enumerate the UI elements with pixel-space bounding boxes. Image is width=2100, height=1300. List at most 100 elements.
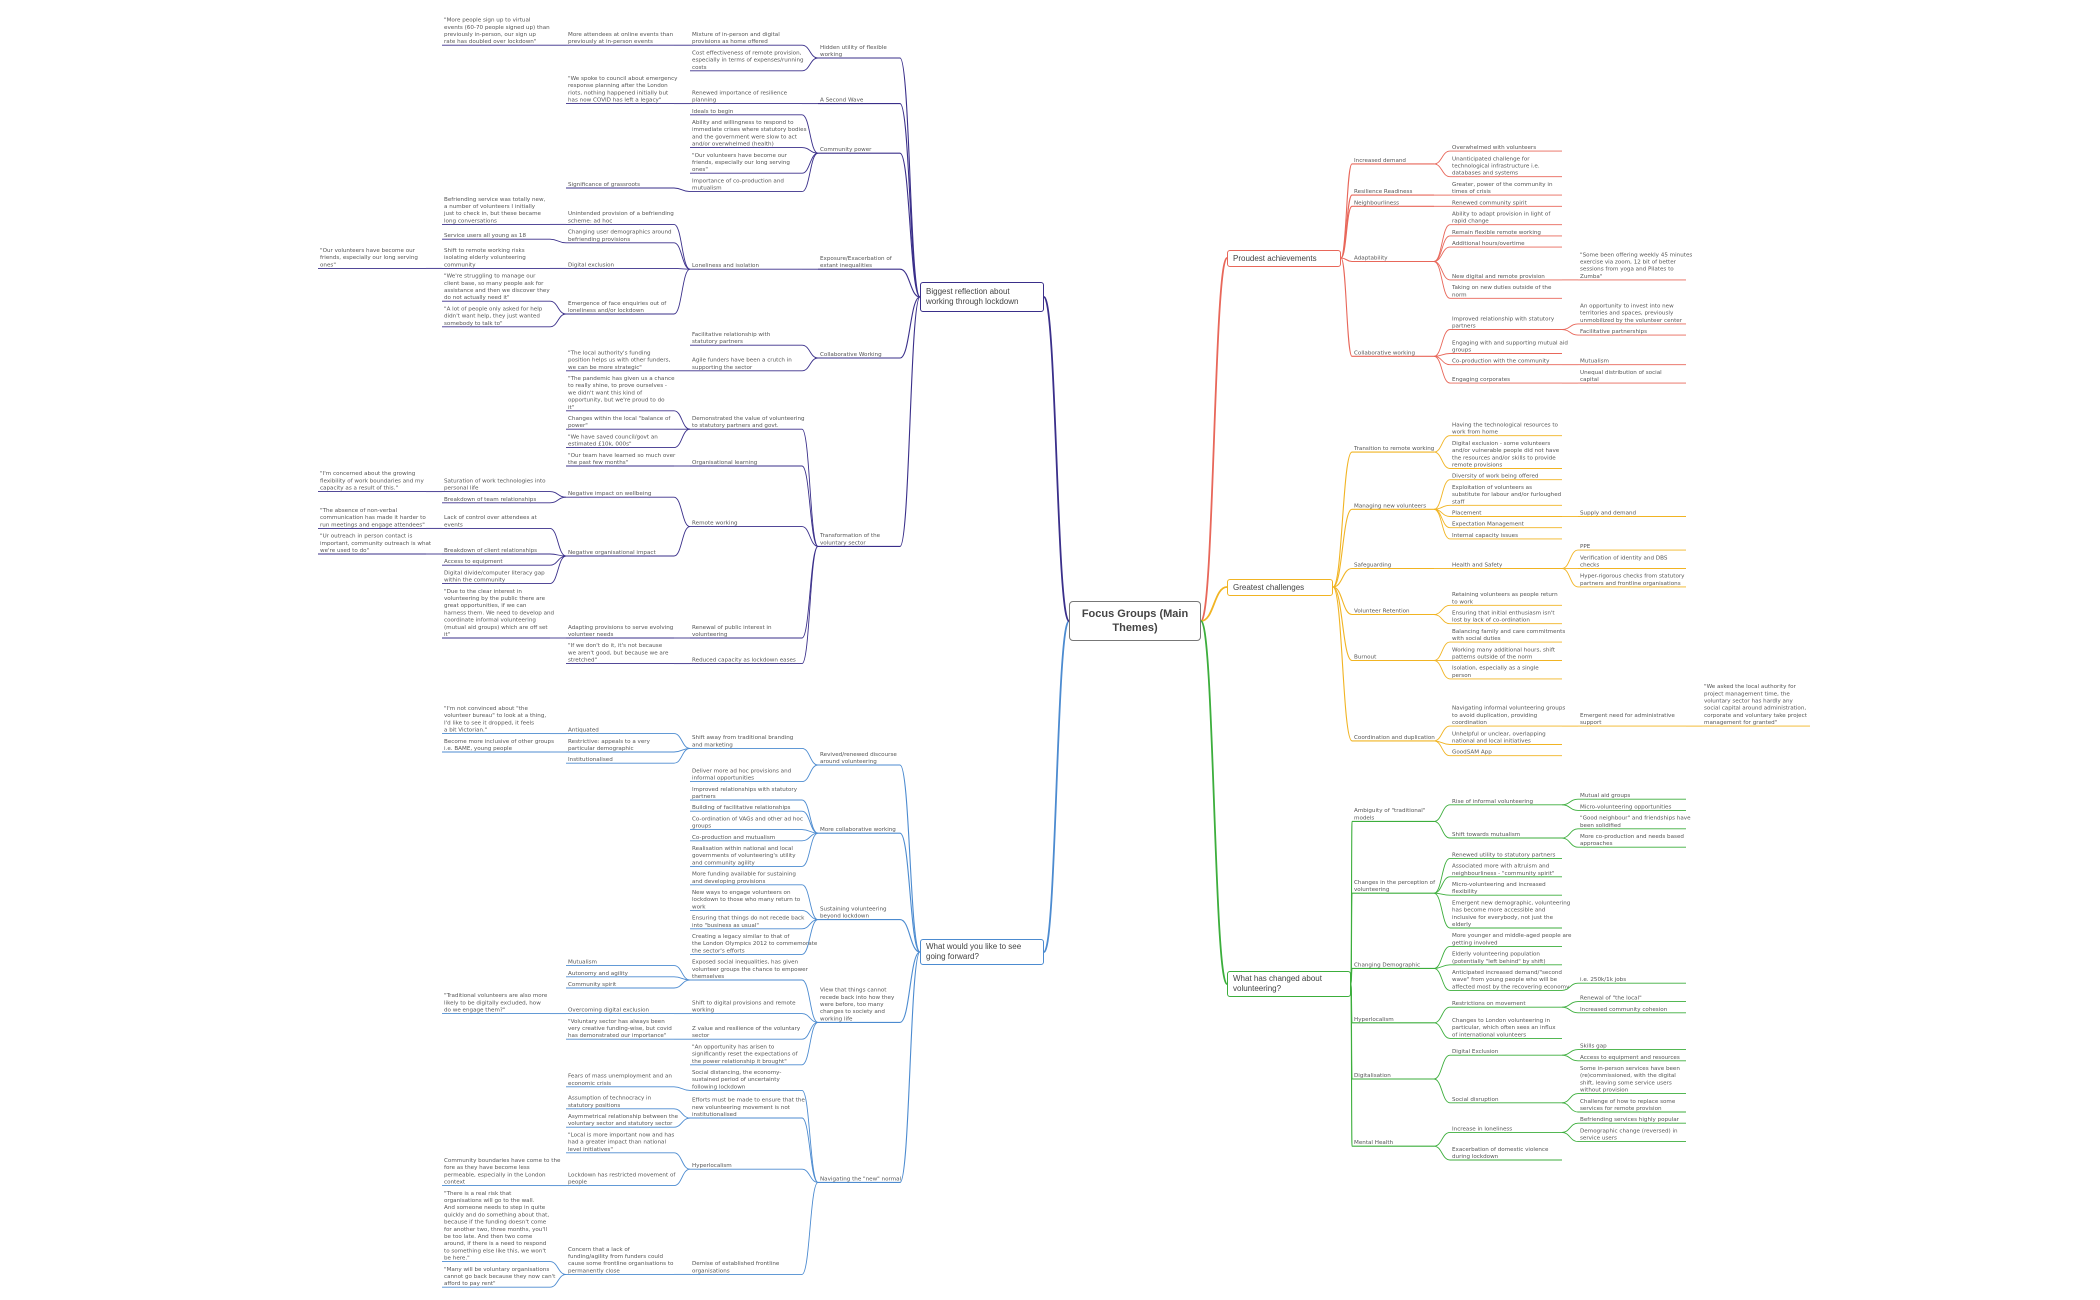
branch-what-has-changed[interactable]: What has changed about volunteering? [1227,971,1351,997]
topic-changed-child-node[interactable]: Digital Exclusion [1452,1049,1499,1055]
topic-changed-child-child-node[interactable]: Access to equipment and resources [1580,1055,1680,1061]
branch-going-forward[interactable]: What would you like to see going forward… [920,939,1044,965]
topic-reflection-child-child-child-node[interactable]: Befriending service was totally new,a nu… [443,197,546,225]
topic-challenges-child-child-node[interactable]: PPE [1580,544,1591,550]
topic-changed-node[interactable]: Mental Health [1354,1140,1394,1146]
topic-forward-child-node[interactable]: Hyperlocalism [692,1163,732,1169]
topic-forward-child-node[interactable]: Building of facilitative relationships [692,805,791,811]
topic-changed-child-child-node[interactable]: Skills gap [1580,1044,1607,1050]
topic-challenges-child-node[interactable]: Health and Safety [1452,563,1503,569]
topic-forward-child-child-node[interactable]: Overcoming digital exclusion [568,1008,649,1014]
topic-reflection-child-child-node[interactable]: Digital exclusion [568,262,615,268]
topic-proudest-child-node[interactable]: Renewed community spirit [1452,200,1528,206]
topic-changed-child-child-node[interactable]: Increased community cohesion [1580,1007,1668,1013]
topic-proudest-child-child-node[interactable]: Facilitative partnerships [1580,329,1647,335]
topic-reflection-child-node[interactable]: Cost effectiveness of remote provision,e… [692,50,804,70]
topic-proudest-node[interactable]: Adaptability [1354,256,1388,262]
topic-forward-child-child-node[interactable]: Community spirit [568,982,617,988]
topic-proudest-node[interactable]: Increased demand [1354,158,1406,164]
topic-proudest-child-node[interactable]: New digital and remote provision [1452,274,1545,280]
topic-changed-child-child-node[interactable]: Renewal of "the local" [1580,996,1642,1002]
branch-biggest-reflection[interactable]: Biggest reflection about working through… [920,282,1044,312]
topic-forward-child-child-node[interactable]: Mutualism [568,960,597,966]
topic-forward-child-child-node[interactable]: Antiquated [568,728,599,734]
topic-changed-child-child-node[interactable]: Befriending services highly popular [1580,1117,1680,1123]
topic-forward-child-node[interactable]: Co-production and mutualism [692,835,775,841]
topic-forward-node[interactable]: More collaborative working [820,827,896,833]
topic-reflection-child-child-node[interactable]: Significance of grassroots [568,182,640,188]
topic-proudest-node[interactable]: Collaborative working [1354,350,1415,356]
topic-reflection-child-node[interactable]: Loneliness and isolation [692,263,759,269]
topic-reflection-node[interactable]: A Second Wave [820,98,864,104]
topic-reflection-child-node[interactable]: Reduced capacity as lockdown eases [692,658,796,664]
topic-reflection-child-child-node[interactable]: Negative impact on wellbeing [568,491,652,497]
topic-proudest-child-child-node[interactable]: Mutualism [1580,359,1609,365]
topic-reflection-node[interactable]: Collaborative Working [820,352,882,358]
topic-changed-child-child-node[interactable]: Micro-volunteering opportunities [1580,804,1671,810]
topic-changed-child-node[interactable]: Restrictions on movement [1452,1001,1526,1007]
branch-proudest-achievements[interactable]: Proudest achievements [1227,250,1341,267]
topic-changed-child-node[interactable]: Elderly volunteering population(potentia… [1452,952,1546,965]
topic-reflection-child-child-child-node[interactable]: Breakdown of client relationships [444,548,537,554]
topic-challenges-child-node[interactable]: Diversity of work being offered [1452,474,1539,480]
topic-reflection-child-node[interactable]: Organisational learning [692,460,758,466]
topic-challenges-child-node[interactable]: Expectation Management [1452,522,1525,528]
topic-proudest-child-node[interactable]: Remain flexible remote working [1452,230,1541,236]
topic-changed-child-child-node[interactable]: i.e. 250k/1k jobs [1580,977,1626,983]
topic-changed-child-node[interactable]: Renewed utility to statutory partners [1452,852,1556,858]
topic-proudest-child-node[interactable]: Engaging corporates [1452,377,1510,383]
topic-challenges-node[interactable]: Burnout [1354,655,1377,661]
topic-changed-node[interactable]: Digitalisation [1354,1073,1391,1079]
topic-challenges-child-node[interactable]: Internal capacity issues [1452,533,1518,539]
